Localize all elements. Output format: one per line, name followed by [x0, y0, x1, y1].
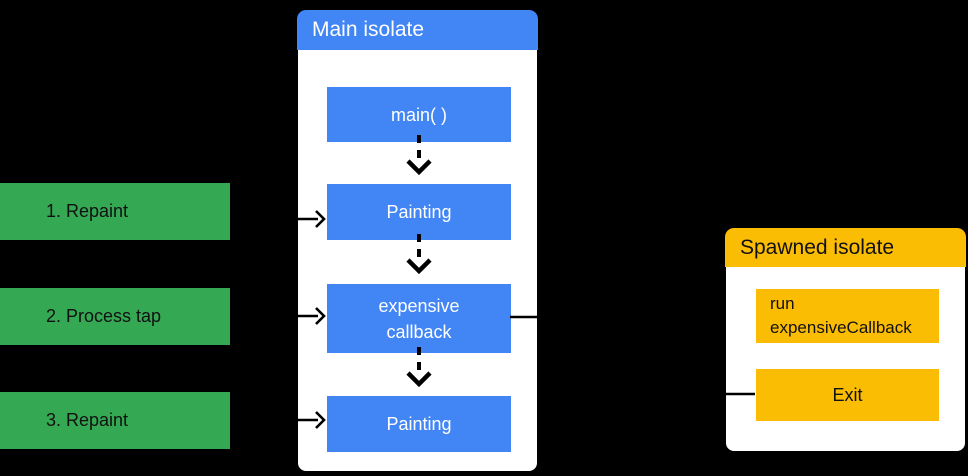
- step-label-repaint-1: 1. Repaint: [0, 183, 230, 240]
- flow-node-main: main( ): [327, 87, 511, 142]
- step-label-process-tap: 2. Process tap: [0, 288, 230, 345]
- connector-callback-to-exit: [510, 305, 755, 405]
- step-label-repaint-3: 3. Repaint: [0, 392, 230, 449]
- flow-node-expensive-callback: expensive callback: [327, 284, 511, 353]
- main-isolate-header: Main isolate: [297, 10, 538, 50]
- main-isolate-panel: Main isolate main( ) Painting expensive …: [297, 10, 538, 472]
- spawned-isolate-header: Spawned isolate: [725, 228, 966, 267]
- spawned-isolate-panel: Spawned isolate run expensiveCallback Ex…: [725, 228, 966, 452]
- flow-node-run-expensive-callback: run expensiveCallback: [756, 289, 939, 343]
- connector-line: [510, 315, 755, 396]
- flow-node-exit: Exit: [756, 369, 939, 421]
- flow-node-painting-2: Painting: [327, 396, 511, 452]
- flow-node-painting-1: Painting: [327, 184, 511, 240]
